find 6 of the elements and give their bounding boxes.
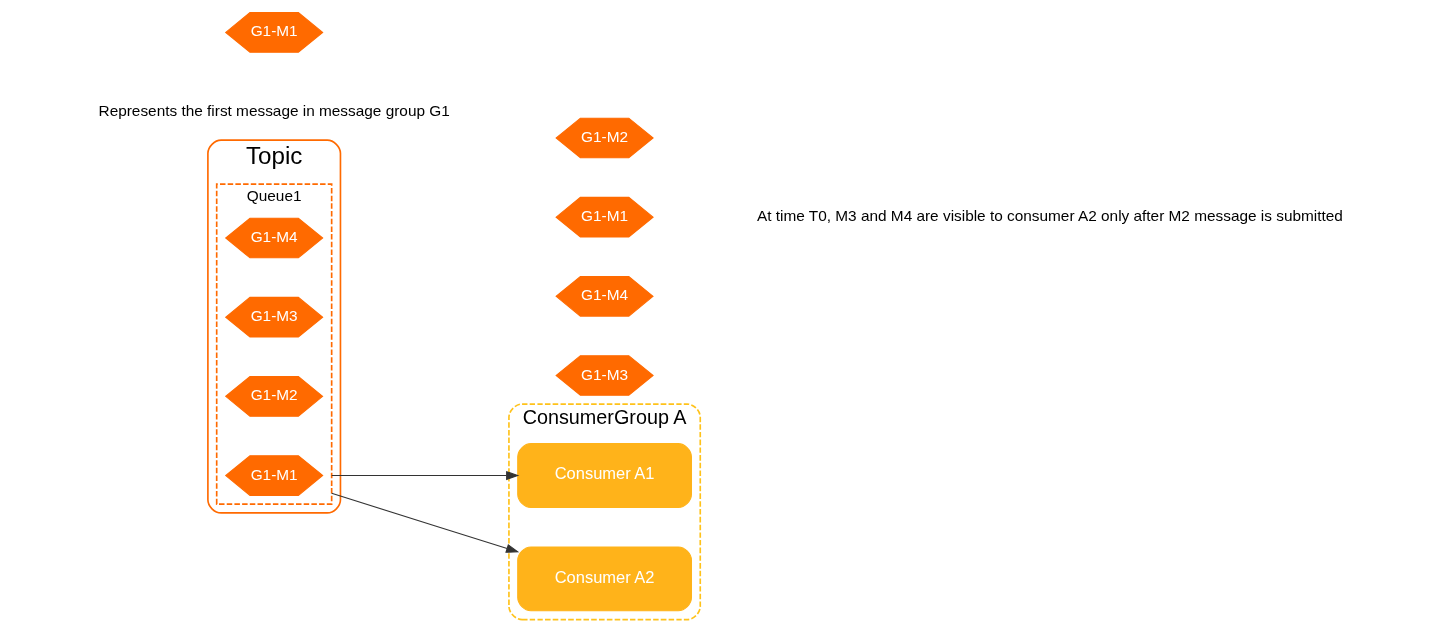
arrow	[331, 492, 520, 553]
label: At time T0, M3 and M4 are visible to consumer A2 only after M2 message is submitted	[756, 207, 1343, 225]
arrow	[331, 470, 520, 481]
node-box: Consumer A2	[517, 546, 692, 612]
node-label: Represents the first message in message group G1	[98, 101, 450, 119]
node-box: Consumer A1	[517, 443, 692, 508]
